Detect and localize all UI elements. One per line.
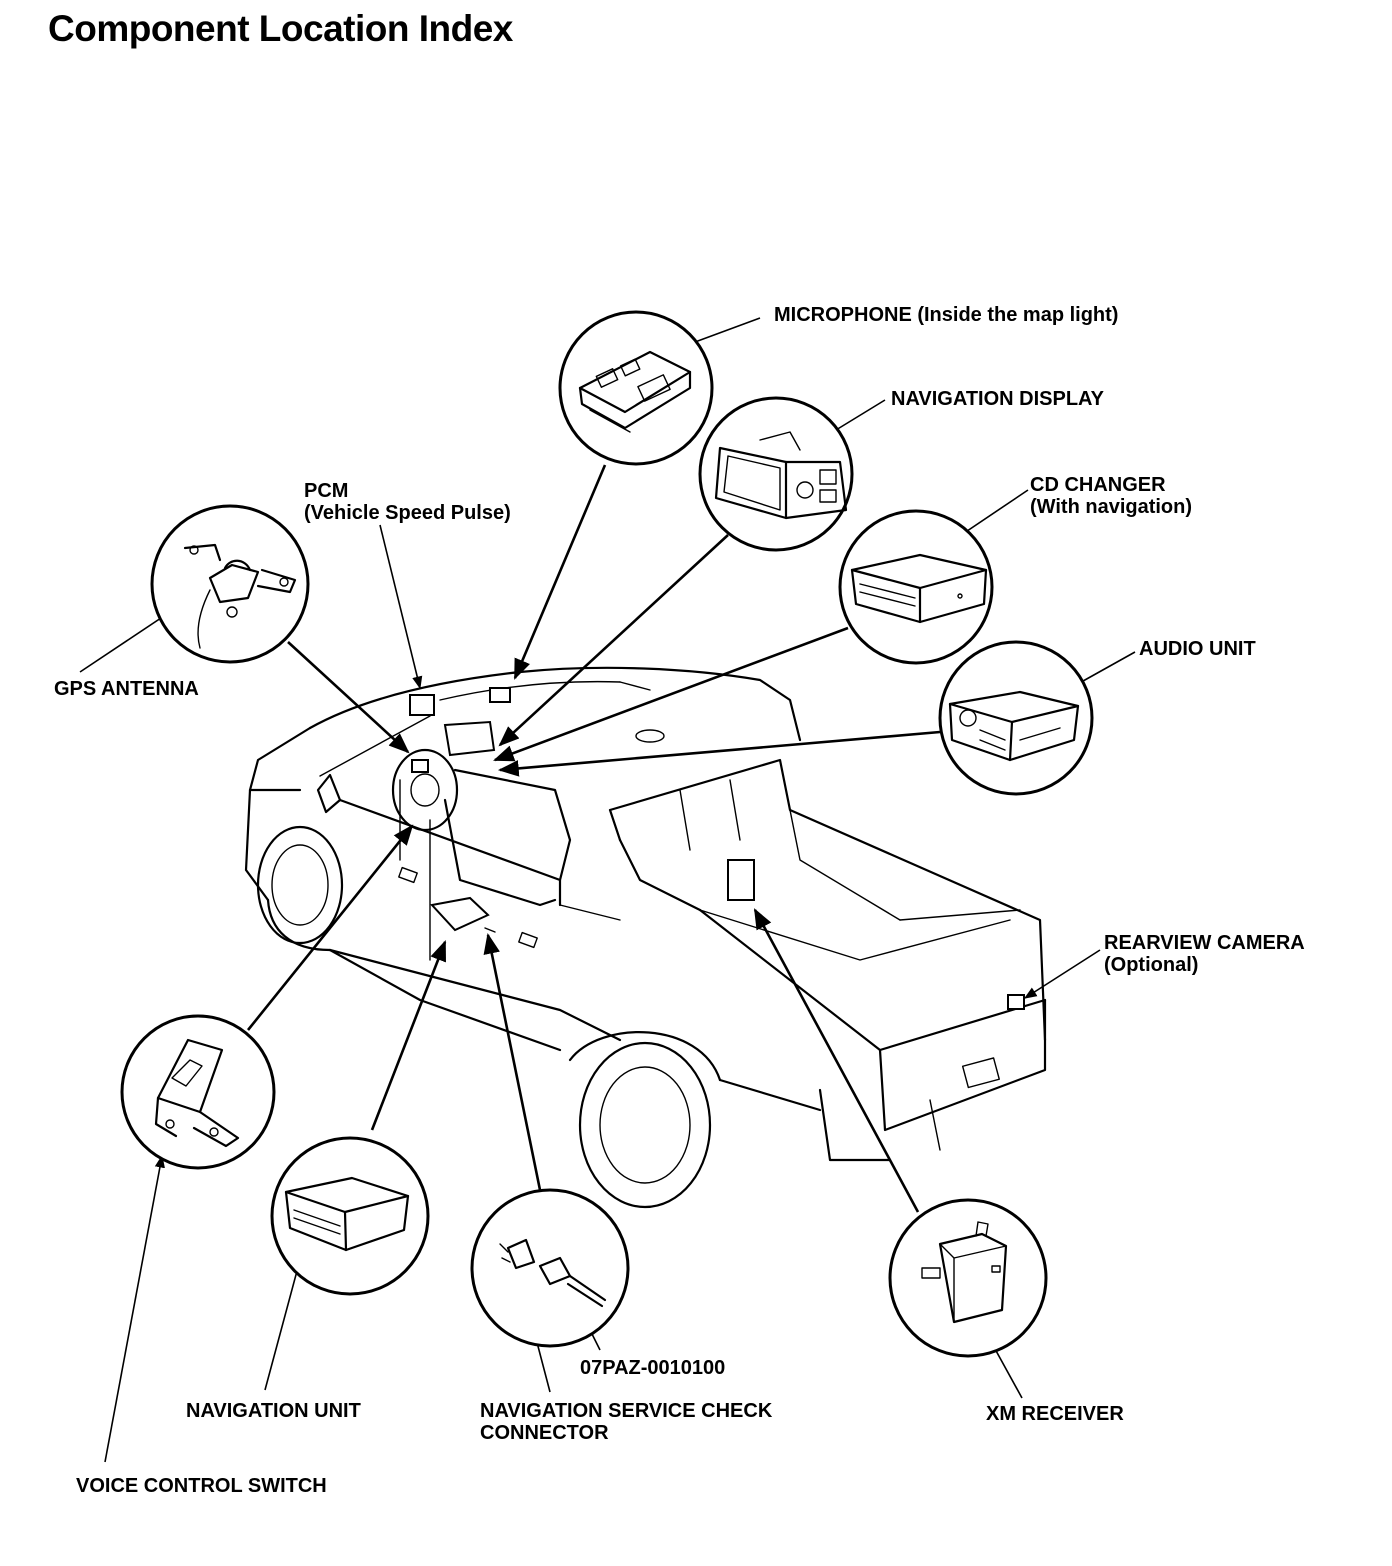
rear-wheel: [578, 1041, 712, 1209]
gps-antenna-label: GPS ANTENNA: [54, 678, 199, 700]
service-connector-module: [484, 927, 496, 933]
pcm-label: PCM (Vehicle Speed Pulse): [304, 480, 511, 524]
rearview-camera-module: [1007, 994, 1025, 1010]
gps-antenna-detail: [150, 504, 310, 664]
audio-unit-detail: [938, 640, 1094, 796]
front-wheel: [256, 825, 344, 945]
display-module: [443, 720, 496, 757]
navigation-unit-label: NAVIGATION UNIT: [186, 1400, 361, 1422]
service-check-label-line2: CONNECTOR: [480, 1422, 609, 1444]
part-number-label: 07PAZ-0010100: [580, 1357, 726, 1379]
xm-receiver-label: XM RECEIVER: [986, 1403, 1124, 1425]
navigation-display-detail: [698, 396, 854, 552]
vehicle-outline: [244, 666, 1047, 1209]
navigation-unit-module: [430, 896, 490, 932]
voice-control-switch-detail: [120, 1014, 276, 1170]
service-check-connector-label: NAVIGATION SERVICE CHECK CONNECTOR: [480, 1400, 772, 1444]
cd-changer-label-line1: CD CHANGER: [1030, 474, 1166, 496]
rearview-camera-label-line2: (Optional): [1104, 954, 1199, 976]
pcm-module: [409, 694, 435, 716]
navigation-unit-detail: [270, 1136, 430, 1296]
xm-receiver-module: [727, 859, 755, 901]
audio-unit-label: AUDIO UNIT: [1139, 638, 1256, 660]
pcm-label-line2: (Vehicle Speed Pulse): [304, 502, 511, 524]
service-check-connector-detail: [470, 1188, 630, 1348]
rearview-camera-label: REARVIEW CAMERA (Optional): [1104, 932, 1305, 976]
microphone-label: MICROPHONE (Inside the map light): [774, 304, 1119, 326]
xm-receiver-detail: [888, 1198, 1048, 1358]
microphone-detail: [558, 310, 714, 466]
cd-changer-label: CD CHANGER (With navigation): [1030, 474, 1192, 518]
map-light-module: [489, 687, 511, 703]
service-check-label-line1: NAVIGATION SERVICE CHECK: [480, 1400, 773, 1422]
rearview-camera-label-line1: REARVIEW CAMERA: [1104, 932, 1305, 954]
cd-changer-label-line2: (With navigation): [1030, 496, 1193, 518]
dash-module: [411, 759, 429, 773]
pcm-label-line1: PCM: [304, 480, 349, 502]
steering-wheel: [391, 748, 459, 832]
navigation-display-label: NAVIGATION DISPLAY: [891, 388, 1104, 410]
page-title: Component Location Index: [48, 8, 513, 49]
cd-changer-detail: [838, 509, 994, 665]
voice-control-switch-label: VOICE CONTROL SWITCH: [76, 1475, 327, 1497]
